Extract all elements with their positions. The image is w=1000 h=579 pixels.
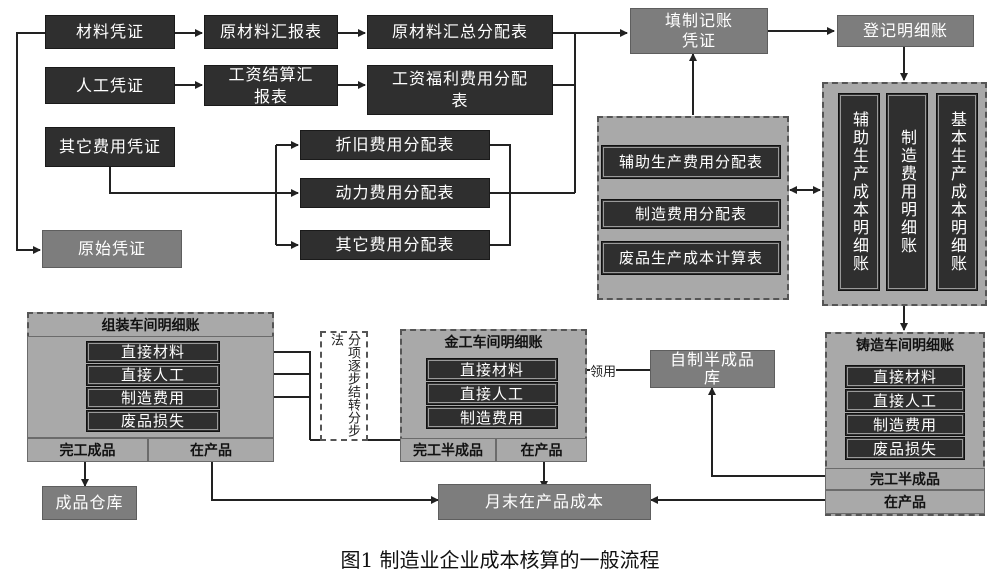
labor-voucher-label: 人工凭证 <box>75 75 144 95</box>
connector-left-spine <box>16 32 45 254</box>
scrap-calc-label: 废品生产成本计算表 <box>618 248 763 267</box>
aux-ledger-label: 辅助生产成本明细账 <box>850 111 869 273</box>
depreciation-box: 折旧费用分配表 <box>300 130 490 160</box>
draw-label: 领用 <box>590 361 617 380</box>
mfg-alloc-box: 制造费用分配表 <box>601 199 781 229</box>
aux-alloc-label: 辅助生产费用分配表 <box>618 152 763 171</box>
aux-ledger-box: 辅助生产成本明细账 <box>838 93 880 291</box>
other-voucher-box: 其它费用凭证 <box>45 127 175 167</box>
method-note: 分项逐步结转分步法 <box>320 331 368 441</box>
machining-item-material: 直接材料 <box>426 358 558 381</box>
fill-voucher-box: 填制记账凭证 <box>630 8 768 54</box>
connector-casting-to-store <box>708 387 825 477</box>
mfg-alloc-label: 制造费用分配表 <box>634 205 747 223</box>
fill-voucher-label: 填制记账凭证 <box>664 11 733 50</box>
connector-assembly-wip <box>211 462 439 504</box>
machining-shop-title: 金工车间明细账 <box>444 335 543 351</box>
depreciation-label: 折旧费用分配表 <box>335 135 455 154</box>
power-label: 动力费用分配表 <box>335 183 455 202</box>
machining-item-overhead: 制造费用 <box>426 406 558 429</box>
original-voucher-box: 原始凭证 <box>42 230 182 268</box>
semi-store-box: 自制半成品库 <box>650 350 775 388</box>
semi-store-label: 自制半成品库 <box>669 350 755 387</box>
material-summary-box: 原材料汇总分配表 <box>367 15 553 49</box>
month-end-wip-label: 月末在产品成本 <box>484 492 604 511</box>
assembly-item-material: 直接材料 <box>86 341 220 363</box>
machining-item-labor: 直接人工 <box>426 382 558 405</box>
mfg-ledger-label: 制造费用明细账 <box>898 129 917 255</box>
assembly-finished-cell: 完工成品 <box>27 438 148 462</box>
finished-store-label: 成品仓库 <box>55 493 124 512</box>
assembly-shop-title: 组装车间明细账 <box>101 318 200 334</box>
casting-semi-cell: 完工半成品 <box>825 468 985 490</box>
casting-item-overhead: 制造费用 <box>845 413 965 436</box>
material-report-box: 原材料汇报表 <box>204 15 338 49</box>
other-alloc-label: 其它费用分配表 <box>335 235 455 254</box>
assembly-wip-cell: 在产品 <box>148 438 274 462</box>
casting-item-material: 直接材料 <box>845 365 965 388</box>
machining-wip-cell: 在产品 <box>496 438 587 462</box>
figure-caption: 图1 制造业企业成本核算的一般流程 <box>340 548 660 572</box>
other-alloc-box: 其它费用分配表 <box>300 230 490 260</box>
original-voucher-label: 原始凭证 <box>77 239 146 258</box>
material-report-label: 原材料汇报表 <box>219 22 322 41</box>
connector-collector <box>553 32 576 193</box>
mfg-ledger-box: 制造费用明细账 <box>886 93 928 291</box>
wage-report-box: 工资结算汇报表 <box>204 65 338 106</box>
welfare-alloc-box: 工资福利费用分配表 <box>367 65 553 115</box>
assembly-item-labor: 直接人工 <box>86 364 220 386</box>
other-voucher-label: 其它费用凭证 <box>58 137 161 156</box>
finished-store-box: 成品仓库 <box>42 486 137 520</box>
labor-voucher-box: 人工凭证 <box>45 67 175 104</box>
material-voucher-label: 材料凭证 <box>75 22 144 41</box>
scrap-calc-box: 废品生产成本计算表 <box>601 241 781 275</box>
assembly-item-scrap: 废品损失 <box>86 410 220 432</box>
casting-item-labor: 直接人工 <box>845 389 965 412</box>
connector-other-voucher <box>109 167 299 197</box>
assembly-item-overhead: 制造费用 <box>86 387 220 409</box>
basic-ledger-label: 基本生产成本明细账 <box>948 111 967 273</box>
post-ledger-box: 登记明细账 <box>837 15 974 47</box>
material-voucher-box: 材料凭证 <box>45 15 175 49</box>
casting-wip-cell: 在产品 <box>825 490 985 514</box>
wage-report-label: 工资结算汇报表 <box>228 64 314 106</box>
power-box: 动力费用分配表 <box>300 178 490 208</box>
post-ledger-label: 登记明细账 <box>862 21 948 40</box>
material-summary-label: 原材料汇总分配表 <box>391 22 528 41</box>
casting-shop-title: 铸造车间明细账 <box>856 338 954 354</box>
aux-alloc-box: 辅助生产费用分配表 <box>601 145 781 179</box>
welfare-alloc-label: 工资福利费用分配表 <box>391 69 528 110</box>
casting-item-scrap: 废品损失 <box>845 437 965 460</box>
machining-semi-cell: 完工半成品 <box>400 438 496 462</box>
month-end-wip-box: 月末在产品成本 <box>438 484 651 520</box>
basic-ledger-box: 基本生产成本明细账 <box>936 93 978 291</box>
